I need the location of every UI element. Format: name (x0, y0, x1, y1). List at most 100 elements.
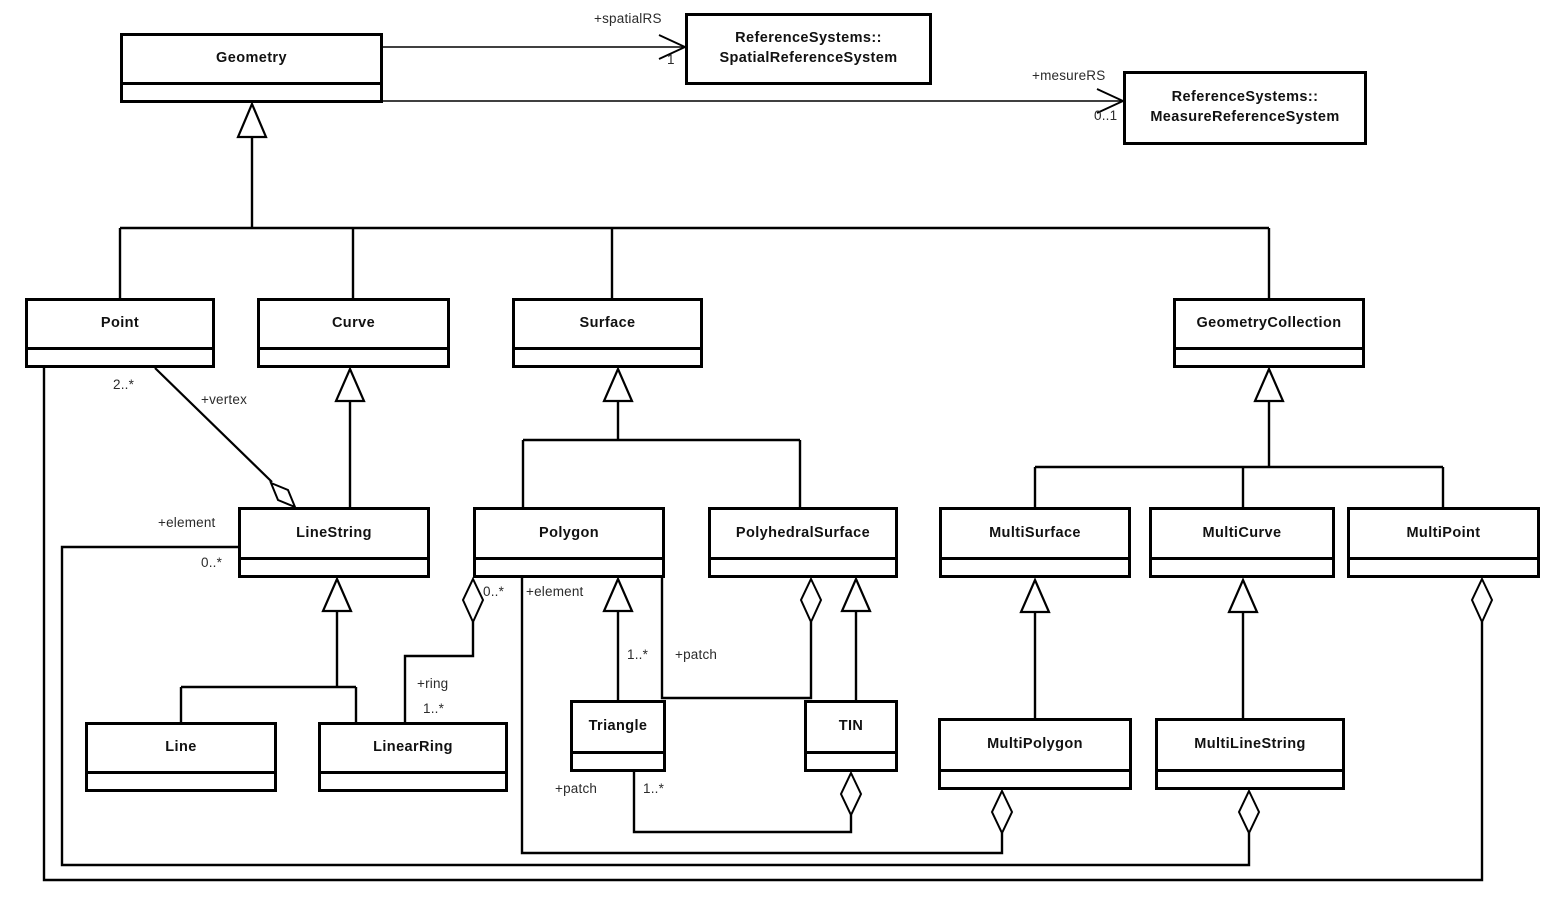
class-name-package: ReferenceSystems:: (735, 30, 882, 47)
aggregation-polyhedralsurface-polygon (660, 576, 823, 700)
role-label-polygon-element: +element (526, 584, 584, 599)
class-name: LinearRing (373, 739, 453, 756)
generalization-arrow (1019, 577, 1051, 614)
generalization-geometry-tree (118, 101, 1271, 298)
class-name: MultiLineString (1194, 736, 1306, 753)
role-label-vertex: +vertex (201, 392, 248, 407)
attributes-compartment (476, 557, 662, 575)
class-name: Curve (331, 315, 376, 332)
attributes-compartment (88, 771, 274, 789)
class-polygon: Polygon (473, 507, 665, 578)
role-label-linestring-element: +element (158, 515, 216, 530)
generalization-multipolygon-multisurface (1019, 577, 1051, 718)
attributes-compartment (321, 771, 505, 789)
class-name: Surface (579, 315, 636, 332)
multiplicity-ring: 1..* (423, 701, 445, 716)
class-name: MeasureReferenceSystem (1150, 109, 1340, 125)
class-multi-line-string: MultiLineString (1155, 718, 1345, 790)
class-multi-polygon: MultiPolygon (938, 718, 1132, 790)
open-arrowhead (658, 34, 686, 60)
multiplicity-linestring-element: 0..* (201, 555, 223, 570)
class-name: MultiPolygon (987, 736, 1083, 753)
class-name: PolyhedralSurface (735, 524, 871, 541)
class-surface: Surface (512, 298, 703, 368)
class-name: Line (165, 739, 197, 756)
attributes-compartment (1350, 557, 1537, 575)
class-point: Point (25, 298, 215, 368)
class-measure-reference-system: ReferenceSystems:: MeasureReferenceSyste… (1123, 71, 1367, 145)
class-name: Triangle (588, 718, 648, 735)
aggregation-diamond (461, 576, 485, 625)
attributes-compartment (1176, 347, 1362, 365)
attributes-compartment (573, 751, 663, 769)
aggregation-multipoint-point (42, 368, 1494, 882)
class-multi-curve: MultiCurve (1149, 507, 1335, 578)
class-name: TIN (838, 718, 864, 735)
attributes-compartment (942, 557, 1128, 575)
generalization-multilinestring-multicurve (1227, 577, 1259, 718)
attributes-compartment (123, 82, 380, 100)
multiplicity-patch-triangle: 1..* (643, 781, 665, 796)
class-multi-point: MultiPoint (1347, 507, 1540, 578)
class-curve: Curve (257, 298, 450, 368)
multiplicity-patch-polygon: 1..* (627, 647, 649, 662)
attributes-compartment (260, 347, 447, 365)
aggregation-diamond (269, 481, 297, 509)
class-name-package: ReferenceSystems:: (1171, 89, 1319, 106)
aggregation-diamond (1237, 788, 1261, 836)
role-label-ring: +ring (417, 676, 449, 691)
aggregation-diamond (799, 576, 823, 625)
attributes-compartment (1152, 557, 1332, 575)
generalization-arrow (321, 576, 353, 613)
class-name: Polygon (539, 524, 599, 541)
generalization-tin-polyhedralsurface (840, 576, 872, 700)
class-geometry-collection: GeometryCollection (1173, 298, 1365, 368)
generalization-triangle-polygon (602, 576, 634, 700)
class-line-string: LineString (238, 507, 430, 578)
generalization-arrow (602, 576, 634, 613)
association-mesurers (383, 88, 1124, 114)
class-spatial-reference-system: ReferenceSystems:: SpatialReferenceSyste… (685, 13, 932, 85)
attributes-compartment (28, 347, 212, 365)
class-multi-surface: MultiSurface (939, 507, 1131, 578)
attributes-compartment (941, 769, 1129, 787)
aggregation-diamond (839, 770, 863, 818)
role-label-mesurers: +mesureRS (1032, 68, 1106, 83)
class-name: MultiCurve (1202, 524, 1282, 541)
class-name: SpatialReferenceSystem (719, 50, 898, 66)
generalization-arrow (840, 576, 872, 613)
generalization-arrow (1253, 366, 1285, 403)
class-triangle: Triangle (570, 700, 666, 772)
generalization-surface-tree (521, 366, 802, 507)
generalization-linestring-tree (179, 576, 358, 722)
class-name: LineString (296, 524, 372, 541)
multiplicity-mesurers: 0..1 (1094, 108, 1118, 123)
attributes-compartment (1158, 769, 1342, 787)
generalization-linestring-curve (334, 366, 366, 507)
class-linear-ring: LinearRing (318, 722, 508, 792)
aggregation-diamond (990, 788, 1014, 836)
association-spatialrs (383, 34, 686, 60)
class-line: Line (85, 722, 277, 792)
attributes-compartment (241, 557, 427, 575)
generalization-geometrycollection-tree (1033, 366, 1445, 507)
multiplicity-vertex: 2..* (113, 377, 135, 392)
aggregation-linestring-point (154, 367, 297, 509)
attributes-compartment (711, 557, 895, 575)
aggregation-polygon-linearring (403, 576, 485, 722)
multiplicity-polygon-element: 0..* (483, 584, 505, 599)
class-name: Geometry (216, 50, 287, 67)
class-name: MultiPoint (1406, 524, 1481, 541)
class-geometry: Geometry (120, 33, 383, 103)
generalization-arrow (236, 101, 268, 139)
generalization-arrow (334, 366, 366, 403)
class-name: Point (100, 315, 140, 332)
aggregation-diamond (1470, 576, 1494, 625)
role-label-patch-triangle: +patch (555, 781, 598, 796)
class-tin: TIN (804, 700, 898, 772)
generalization-arrow (602, 366, 634, 403)
aggregation-multipolygon-polygon (520, 578, 1014, 855)
aggregation-multilinestring-linestring (60, 545, 1261, 867)
